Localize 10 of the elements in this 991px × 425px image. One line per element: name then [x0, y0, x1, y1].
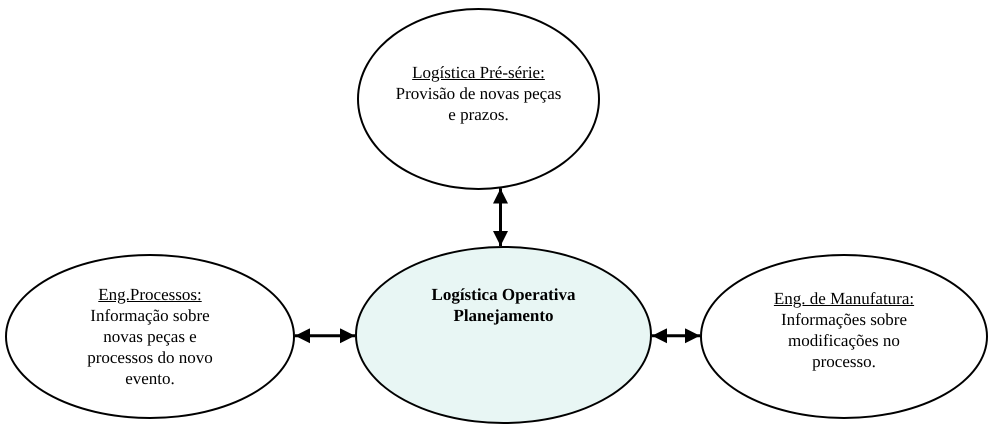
- double-arrow: [652, 328, 700, 344]
- node-description: Informação sobre novas peças e processos do novo evento.: [86, 305, 214, 389]
- node-heading: Eng. de Manufatura:: [774, 288, 914, 309]
- node-heading: Eng.Processos:: [98, 284, 202, 305]
- double-arrow: [295, 328, 355, 344]
- node-description: Provisão de novas peças e prazos.: [394, 83, 562, 125]
- node-heading: Logística Pré-série:: [412, 62, 545, 83]
- double-arrow: [493, 188, 508, 246]
- node-description: Informações sobre modificações no processo.: [780, 309, 908, 372]
- node-title: Logística Operativa Planejamento: [430, 284, 576, 326]
